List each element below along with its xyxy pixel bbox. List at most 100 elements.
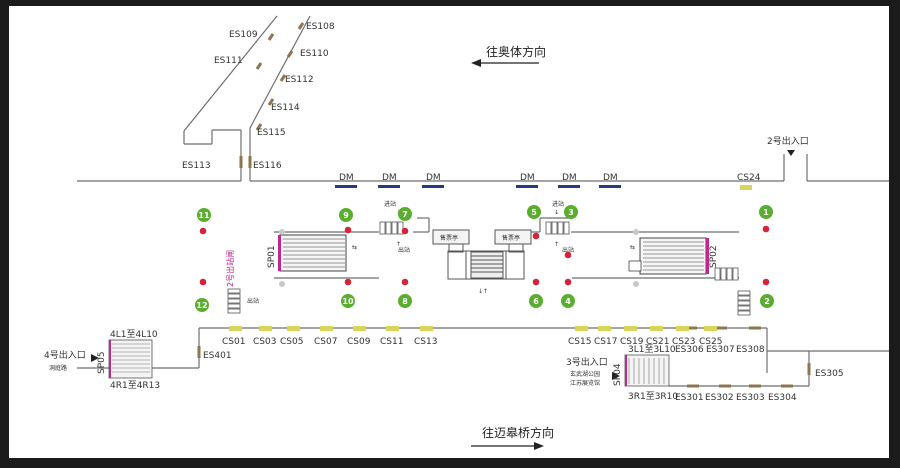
- circle-9: 9: [339, 208, 353, 222]
- dm-label-4: DM: [520, 173, 535, 183]
- circle-7-text: 7: [402, 210, 408, 219]
- dm-label-3: DM: [426, 173, 441, 183]
- gate-array-left: [379, 221, 404, 235]
- exit-label-right: 出站: [562, 246, 574, 254]
- stairs-entrance-4: [108, 339, 153, 379]
- up-arrow-icon-2: ↑: [554, 241, 559, 248]
- down-arrow-icon-2: ↓: [554, 209, 559, 216]
- circle-2: 2: [760, 294, 774, 308]
- direction-top: [471, 59, 539, 67]
- es301-label: ES301: [675, 393, 704, 403]
- circle-5: 5: [527, 205, 541, 219]
- gate-array-br: [737, 290, 751, 316]
- circle-9-text: 9: [343, 211, 349, 220]
- es308-label: ES308: [736, 345, 765, 355]
- es304-label: ES304: [768, 393, 797, 403]
- circle-11-text: 11: [198, 211, 210, 220]
- circle-1-text: 1: [763, 208, 769, 217]
- stairs-entrance-3: [624, 354, 670, 387]
- gate-array-r: [714, 267, 739, 281]
- es306-label: ES306: [675, 345, 704, 355]
- es109-label: ES109: [229, 30, 258, 40]
- dm-markers: [335, 185, 621, 188]
- sp02-label: SP02: [709, 245, 719, 268]
- cs25-label: CS25: [699, 337, 722, 347]
- entrance-3-label: 3号出入口: [566, 356, 608, 368]
- grey-dots: [279, 229, 639, 287]
- flow-arrows-icon-2: ⇆: [630, 244, 635, 251]
- escalator-sp02: [628, 237, 709, 275]
- sp05-label: SP05: [97, 351, 107, 374]
- circle-3: 3: [564, 205, 578, 219]
- cs17-label: CS17: [594, 337, 617, 347]
- direction-bottom-label: 往迈皋桥方向: [482, 425, 554, 440]
- circle-7: 7: [398, 207, 412, 221]
- cs03-label: CS03: [253, 337, 276, 347]
- es307-label: ES307: [706, 345, 735, 355]
- cs11-label: CS11: [380, 337, 403, 347]
- es112-label: ES112: [285, 75, 314, 85]
- circle-3-text: 3: [568, 208, 574, 217]
- stair-label-3L: 3L1至3L10: [628, 344, 676, 355]
- es108-label: ES108: [306, 22, 335, 32]
- cs09-label: CS09: [347, 337, 371, 347]
- entrance-3-arrow-icon: [612, 372, 620, 380]
- walls: [77, 15, 889, 387]
- es110-label: ES110: [300, 49, 329, 59]
- entrance-2-label: 2号出入口: [767, 135, 809, 147]
- dm-label-2: DM: [382, 173, 397, 183]
- cs-markers: [229, 185, 752, 331]
- stair-label-4L: 4L1至4L10: [110, 329, 158, 340]
- dm-label-6: DM: [603, 173, 618, 183]
- red-dots: [199, 225, 770, 286]
- updown-arrow-icon: ↓↑: [478, 288, 488, 295]
- entry-label-left: 进站: [384, 200, 396, 208]
- circle-6-text: 6: [533, 297, 539, 306]
- stair-label-4R: 4R1至4R13: [110, 380, 160, 391]
- cs15-label: CS15: [568, 337, 591, 347]
- circle-8-text: 8: [402, 297, 408, 306]
- gate-array-right: [545, 221, 570, 235]
- cs19-label: CS19: [620, 337, 644, 347]
- circle-6: 6: [529, 294, 543, 308]
- entrance-4-arrow-icon: [91, 354, 99, 362]
- exit-gate-2-label: 2号出站闸: [225, 250, 235, 287]
- ticket-booth-right: 售票亭: [502, 234, 520, 242]
- circle-10-text: 10: [342, 297, 354, 306]
- circle-5-text: 5: [531, 208, 537, 217]
- cs13-label: CS13: [414, 337, 437, 347]
- flow-arrows-icon: ⇆: [352, 244, 357, 251]
- circle-4-text: 4: [565, 297, 571, 306]
- sp04-label: SP04: [613, 363, 623, 386]
- cs21-label: CS21: [646, 337, 669, 347]
- es305-label: ES305: [815, 369, 844, 379]
- circle-10: 10: [341, 294, 355, 308]
- es116-label: ES116: [253, 161, 282, 171]
- station-map-canvas: 售票亭 售票亭 ↓↑ SP01 SP02 2号出站闸: [9, 6, 889, 458]
- central-stair-block: [432, 229, 532, 280]
- es111-label: ES111: [214, 56, 243, 66]
- circle-2-text: 2: [764, 297, 770, 306]
- entrance-3-sub1: 玄武湖公园: [570, 370, 600, 378]
- dm-label-5: DM: [562, 173, 577, 183]
- es115-label: ES115: [257, 128, 286, 138]
- exit-number-circles: 11 9 7 5 3 1 12 10 8 6 4 2: [195, 205, 774, 312]
- circle-4: 4: [561, 294, 575, 308]
- circle-12-text: 12: [196, 301, 207, 310]
- circle-12: 12: [195, 298, 209, 312]
- circle-11: 11: [197, 208, 211, 222]
- cs05-label: CS05: [280, 337, 303, 347]
- sp01-label: SP01: [267, 245, 277, 268]
- direction-bottom: [471, 442, 544, 450]
- up-arrow-icon: ↑: [396, 241, 401, 248]
- gate-array-bl: [227, 288, 241, 314]
- cs23-label: CS23: [672, 337, 695, 347]
- es302-label: ES302: [705, 393, 734, 403]
- cs07-label: CS07: [314, 337, 337, 347]
- stair-label-3R: 3R1至3R10: [628, 391, 678, 402]
- entrance-4-label: 4号出入口: [44, 349, 86, 361]
- ticket-booth-left: 售票亭: [440, 234, 458, 242]
- cs24-label: CS24: [737, 173, 761, 183]
- entrance-4-sub: 洞庭路: [49, 364, 67, 372]
